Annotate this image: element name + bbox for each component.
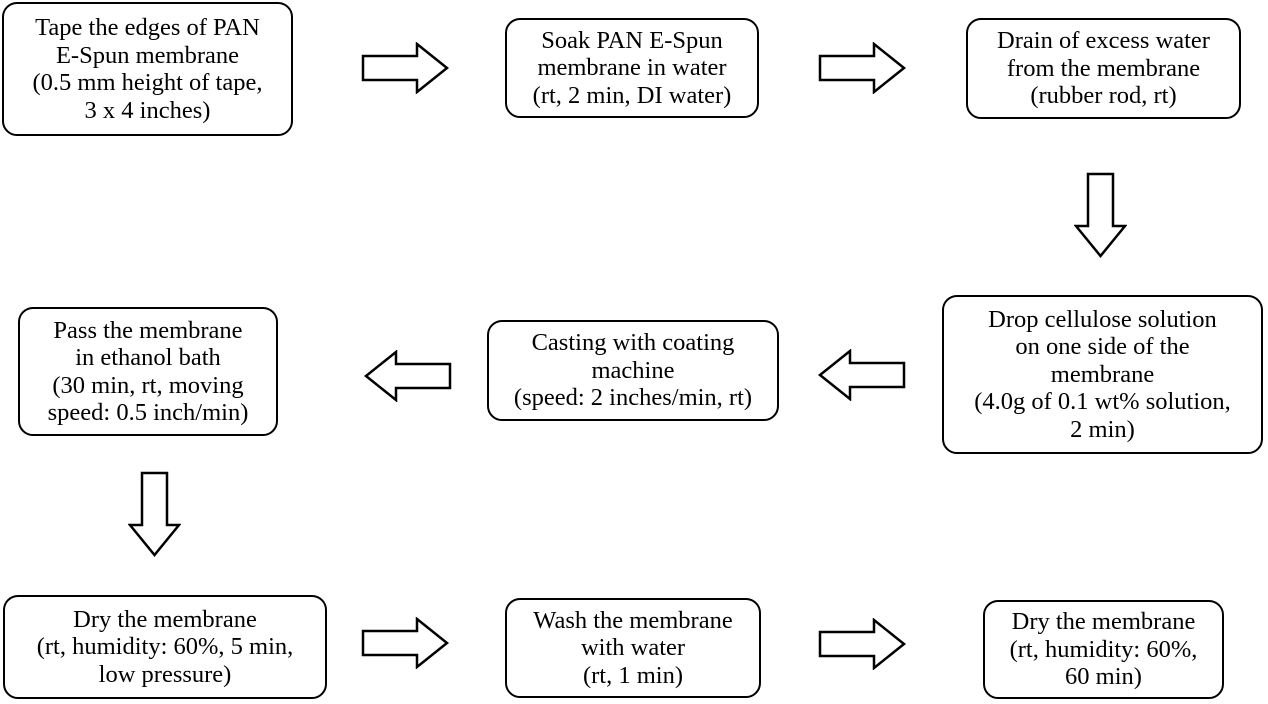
arrow-right-icon	[818, 42, 906, 94]
arrow-right-icon	[818, 618, 906, 670]
arrow-right-icon	[361, 42, 449, 94]
arrow-left-icon	[364, 350, 452, 402]
arrow-down-icon	[1074, 172, 1127, 258]
arrow-right-icon	[361, 617, 449, 669]
flow-step-dry-membrane-2: Dry the membrane(rt, humidity: 60%,60 mi…	[983, 600, 1224, 699]
arrow-down-icon	[128, 471, 181, 557]
flow-step-dry-membrane-1: Dry the membrane(rt, humidity: 60%, 5 mi…	[3, 595, 327, 699]
arrow-left-icon	[818, 349, 906, 401]
